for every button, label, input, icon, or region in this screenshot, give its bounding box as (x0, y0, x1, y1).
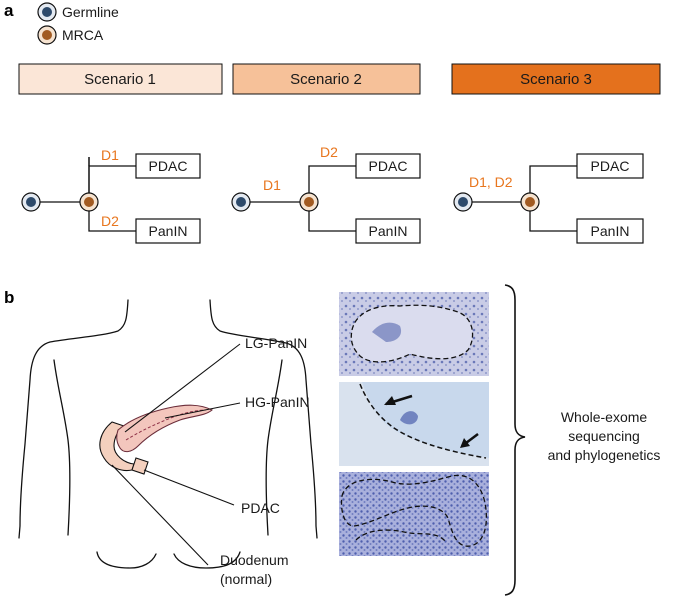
leaf-panin (576, 218, 644, 244)
pancreas-shape (116, 404, 213, 453)
leaf-pdac-label: PDAC (591, 158, 630, 174)
legend-germline: Germline (37, 2, 119, 22)
bracket-label-line3: and phylogenetics (548, 447, 661, 463)
panel-b-label: b (4, 288, 14, 307)
scenario-1-header: Scenario 1 (18, 63, 223, 95)
leaf-pdac (576, 153, 644, 179)
upper-branch-label: D2 (320, 144, 338, 160)
leaf-panin-label: PanIN (149, 223, 188, 239)
leaf-pdac (355, 153, 421, 179)
callout-lines (111, 343, 241, 566)
leaf-pdac-label: PDAC (369, 158, 408, 174)
callout-pdac: PDAC (241, 500, 280, 516)
callout-lg-panin: LG-PanIN (245, 335, 307, 351)
stem-branch-label: D1 (263, 177, 281, 193)
leaf-pdac (135, 153, 201, 179)
callout-hg-panin: HG-PanIN (245, 394, 310, 410)
scenario-2-tree: PDAC PanIN D2 D1 (231, 144, 421, 244)
leaf-panin-label: PanIN (591, 223, 630, 239)
lower-branch-label: D2 (101, 213, 119, 229)
stem-branch-label: D1, D2 (469, 174, 513, 190)
histology-hg-panin (339, 382, 489, 466)
leaf-panin (355, 218, 421, 244)
bracket-label-line1: Whole-exome (561, 409, 648, 425)
scenario-1-tree: PDAC PanIN D1 D2 (21, 147, 201, 244)
bracket (504, 284, 526, 596)
panel-a-label: a (4, 1, 14, 20)
leaf-panin (135, 218, 201, 244)
upper-branch-label: D1 (101, 147, 119, 163)
scenario-3-header: Scenario 3 (451, 63, 661, 95)
legend-germline-label: Germline (62, 4, 119, 20)
scenario-2-header: Scenario 2 (232, 63, 421, 95)
bracket-label-line2: sequencing (568, 428, 640, 444)
callout-duodenum: Duodenum (220, 552, 289, 568)
leaf-pdac-label: PDAC (149, 158, 188, 174)
body-outline (18, 299, 318, 569)
legend-mrca-label: MRCA (62, 27, 104, 43)
scenario-1-title: Scenario 1 (84, 71, 156, 88)
callout-duodenum-note: (normal) (220, 571, 272, 587)
scenario-3-tree: PDAC PanIN D1, D2 (453, 153, 644, 244)
scenario-3-title: Scenario 3 (520, 71, 592, 88)
legend-mrca: MRCA (37, 25, 104, 45)
leaf-panin-label: PanIN (369, 223, 408, 239)
histology-lg-panin (339, 292, 489, 376)
scenario-2-title: Scenario 2 (290, 71, 362, 88)
pancreas-illustration (99, 404, 213, 475)
histology-pdac (339, 472, 489, 556)
